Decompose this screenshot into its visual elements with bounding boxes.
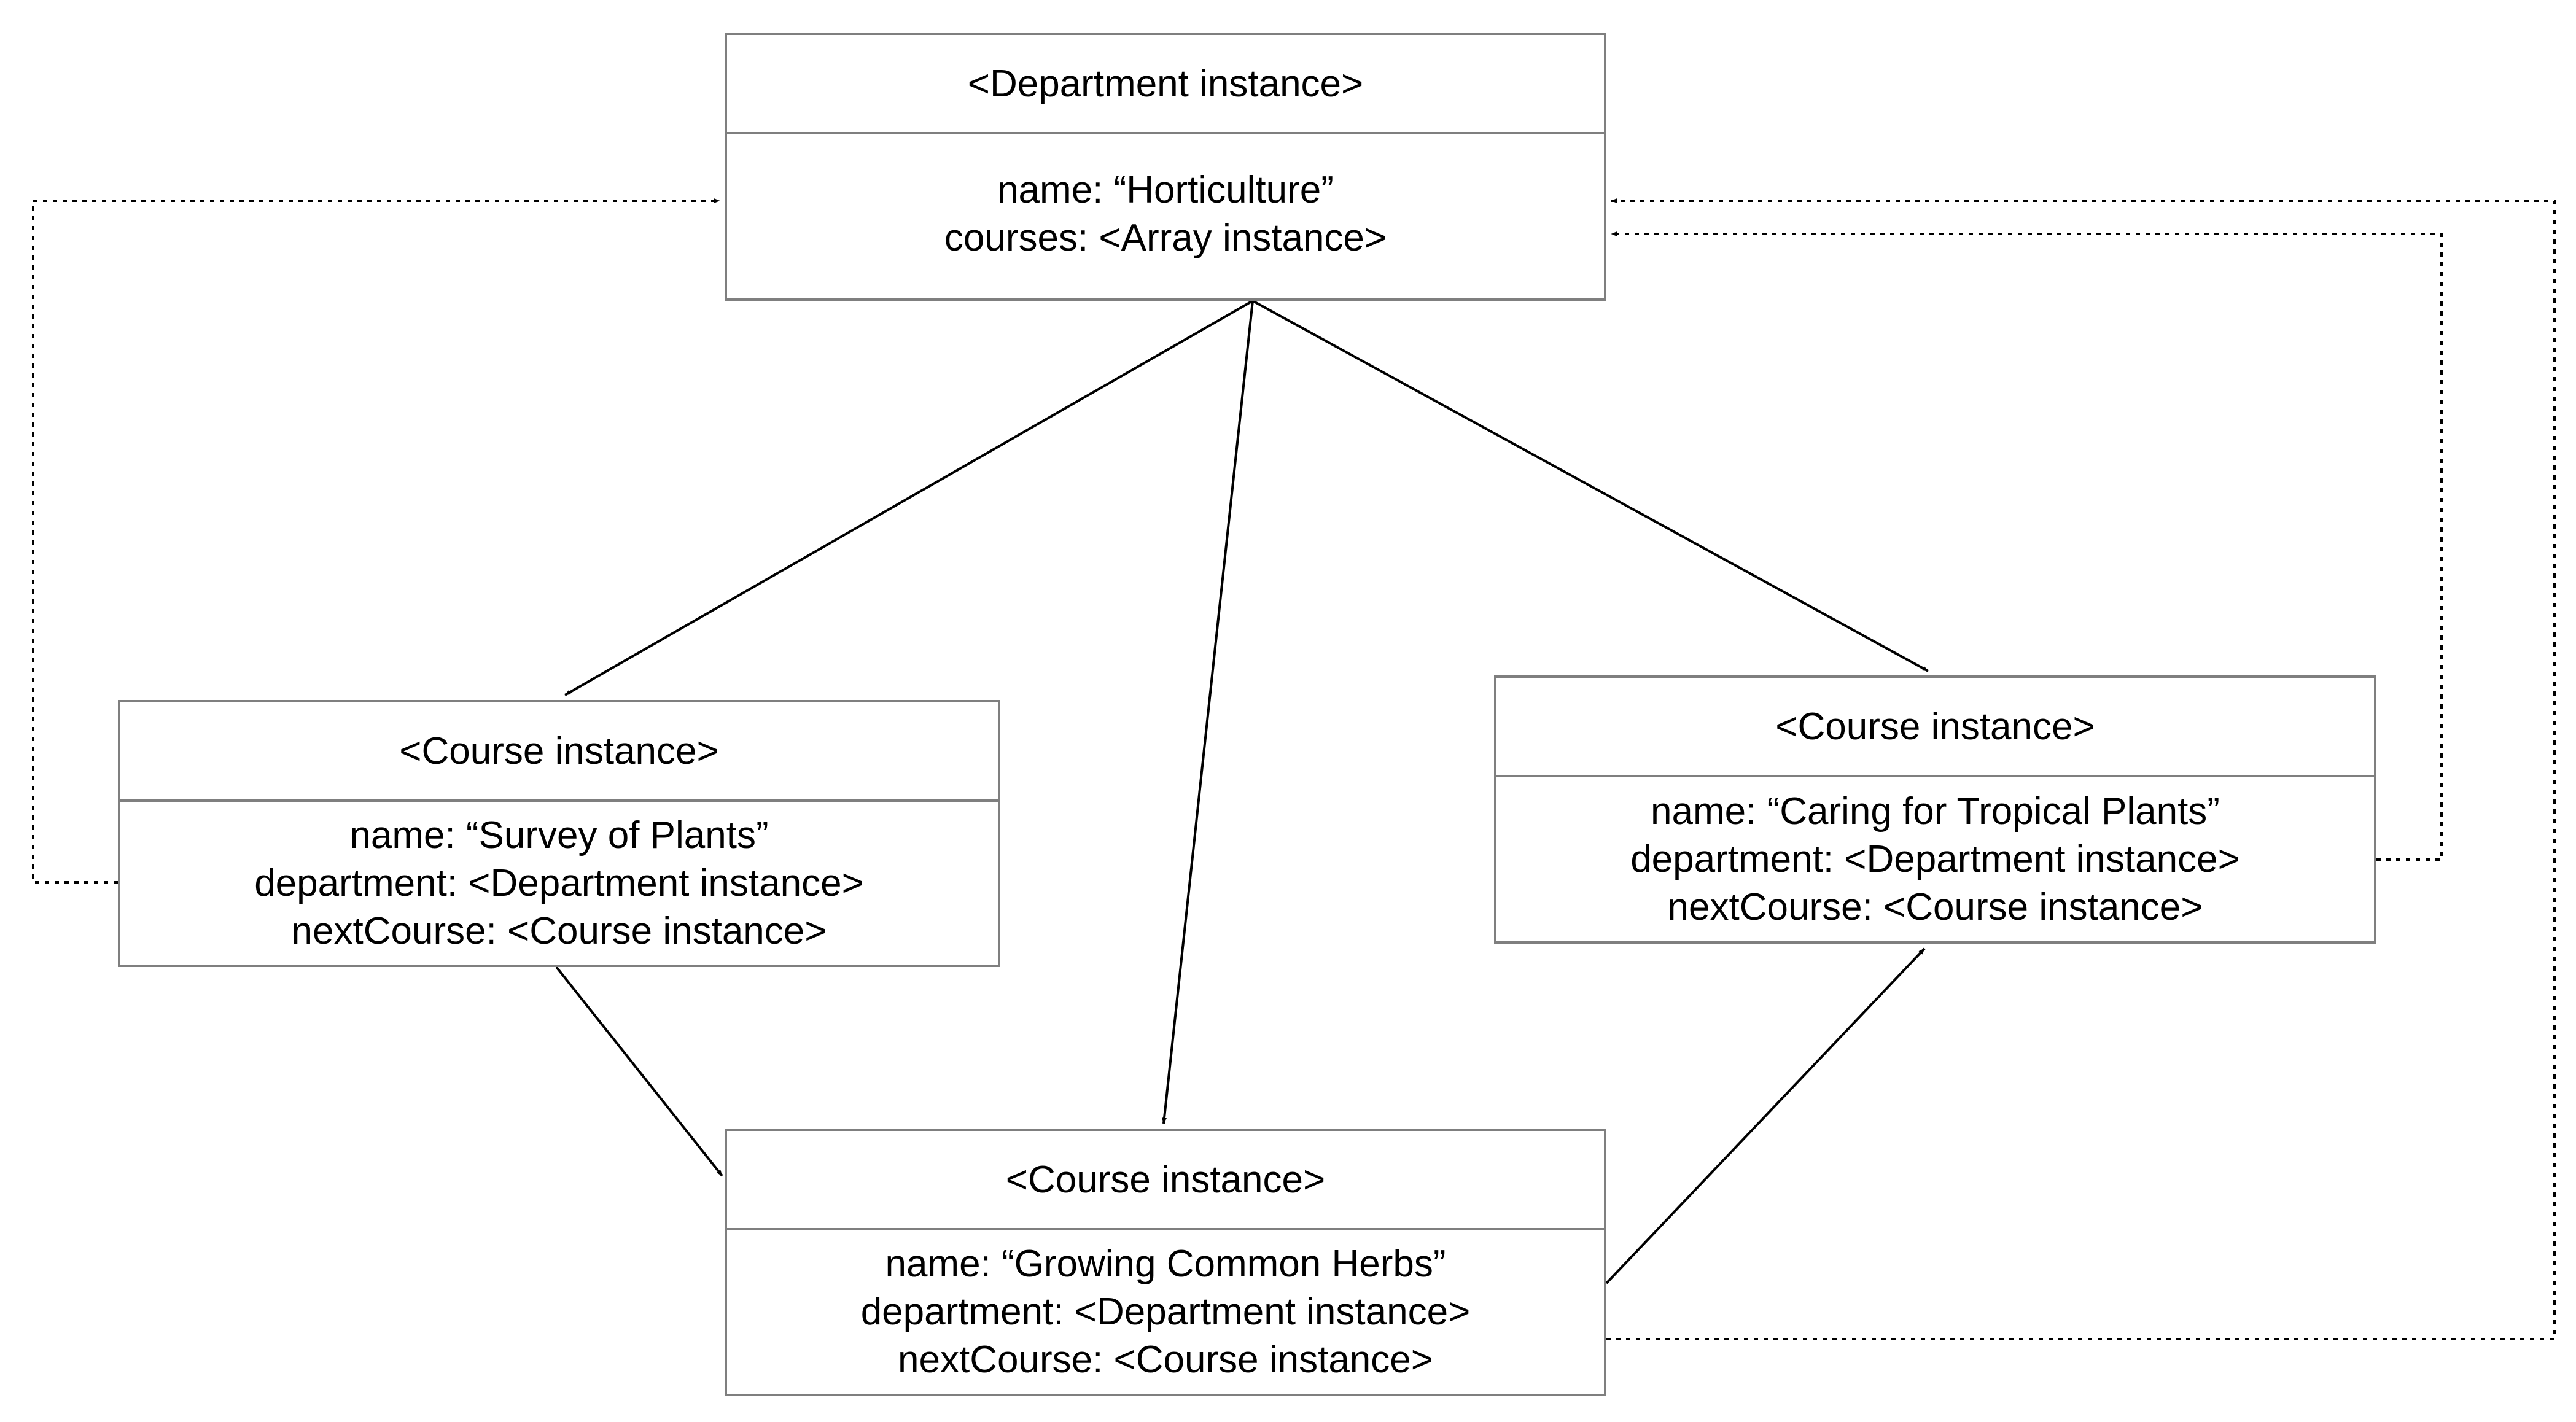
course-instance-herbs-header: <Course instance> — [727, 1131, 1604, 1230]
edge-tropical-department-backref — [1611, 231, 2443, 861]
edge-courses-to-herbs — [1162, 300, 1254, 1124]
course-instance-tropical-box: <Course instance> name: “Caring for Trop… — [1494, 675, 2376, 944]
course-tropical-nextcourse-field: nextCourse: <Course instance> — [1667, 885, 2203, 928]
course-instance-survey-box: <Course instance> name: “Survey of Plant… — [118, 700, 1000, 967]
course-herbs-name-field: name: “Growing Common Herbs” — [885, 1243, 1446, 1285]
course-instance-survey-fields: name: “Survey of Plants” department: <De… — [120, 802, 998, 965]
course-herbs-nextcourse-field: nextCourse: <Course instance> — [898, 1338, 1433, 1381]
course-survey-department-field: department: <Department instance> — [254, 861, 864, 904]
course-instance-tropical-header: <Course instance> — [1496, 678, 2374, 777]
course-herbs-department-field: department: <Department instance> — [860, 1291, 1471, 1333]
course-instance-tropical-fields: name: “Caring for Tropical Plants” depar… — [1496, 777, 2374, 941]
edge-survey-department-backref — [32, 198, 720, 884]
edge-survey-nextcourse-to-herbs — [555, 966, 723, 1177]
department-name-field: name: “Horticulture” — [997, 169, 1334, 211]
edge-herbs-department-backref — [1606, 198, 2556, 1340]
course-tropical-department-field: department: <Department instance> — [1630, 837, 2240, 880]
department-instance-fields: name: “Horticulture” courses: <Array ins… — [727, 134, 1604, 298]
course-instance-herbs-fields: name: “Growing Common Herbs” department:… — [727, 1230, 1604, 1394]
department-instance-box: <Department instance> name: “Horticultur… — [725, 33, 1606, 301]
course-instance-survey-header: <Course instance> — [120, 702, 998, 802]
course-survey-nextcourse-field: nextCourse: <Course instance> — [291, 909, 827, 952]
course-survey-name-field: name: “Survey of Plants” — [349, 814, 769, 857]
course-tropical-name-field: name: “Caring for Tropical Plants” — [1651, 790, 2220, 833]
edge-herbs-nextcourse-to-tropical — [1605, 947, 1926, 1284]
department-courses-field: courses: <Array instance> — [944, 217, 1387, 259]
department-instance-header: <Department instance> — [727, 35, 1604, 134]
edge-courses-to-survey — [564, 300, 1253, 696]
course-instance-herbs-box: <Course instance> name: “Growing Common … — [725, 1129, 1606, 1396]
edge-courses-to-tropical — [1252, 300, 1929, 672]
